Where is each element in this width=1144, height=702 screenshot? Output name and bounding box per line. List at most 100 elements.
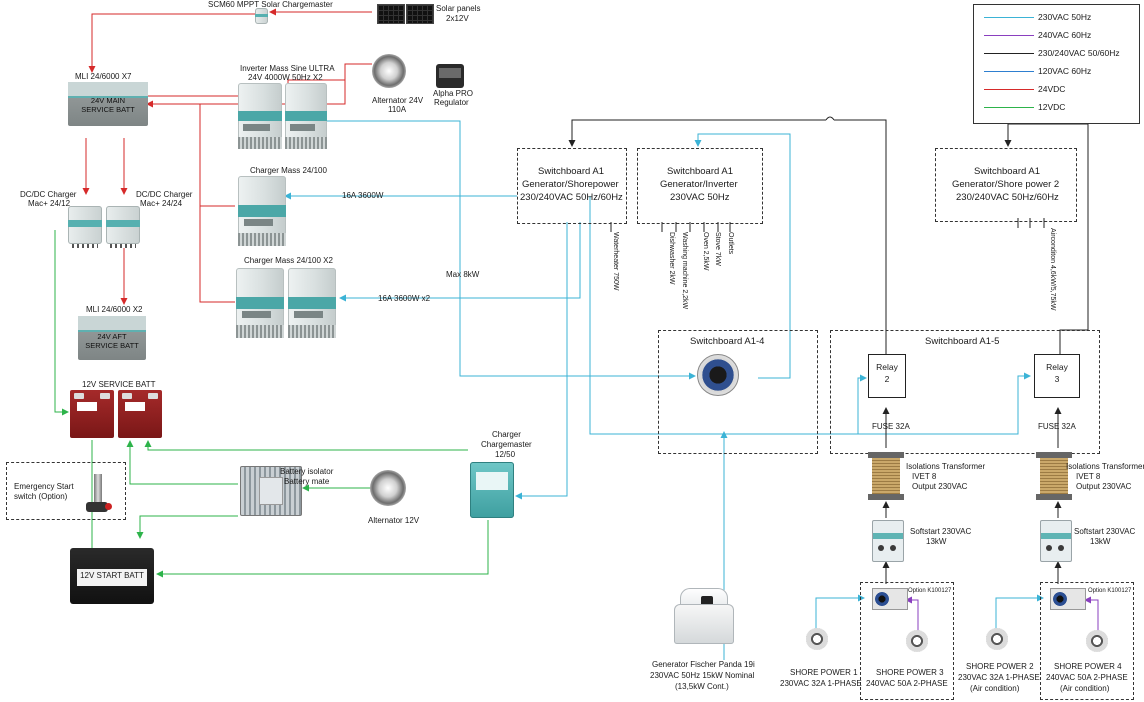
relay-2-line1: Relay bbox=[876, 362, 898, 372]
shore3-line1: SHORE POWER 3 bbox=[876, 668, 944, 677]
shore-inlet-icon bbox=[806, 628, 828, 650]
generator-icon bbox=[666, 586, 742, 648]
shore-option-box-left bbox=[860, 582, 954, 700]
charger1-feed-label: 16A 3600W bbox=[342, 191, 384, 200]
alternator-12v-icon bbox=[370, 470, 406, 506]
solar-panel-icon bbox=[377, 4, 405, 24]
isolation-transformer-icon bbox=[868, 452, 904, 500]
shore2-line3: (Air condition) bbox=[970, 684, 1020, 693]
charger1-title: Charger Mass 24/100 bbox=[250, 166, 327, 175]
emergency-switch-icon bbox=[80, 470, 114, 512]
solar-chargemaster-label: SCM60 MPPT Solar Chargemaster bbox=[208, 0, 333, 9]
chargemaster-rating: 12/50 bbox=[495, 450, 516, 459]
solar-panels-count: 2x12V bbox=[446, 14, 469, 23]
relay-2-line2: 2 bbox=[884, 374, 890, 384]
12vdc-wires bbox=[54, 230, 489, 578]
relay-2: Relay 2 bbox=[868, 354, 906, 398]
switchboard-generator-shore2 bbox=[935, 148, 1077, 222]
dcdc1-subtitle: Mac+ 24/12 bbox=[28, 199, 71, 208]
sb3-line2: Generator/Shore power 2 bbox=[952, 179, 1060, 190]
battery-isolator-icon bbox=[240, 466, 302, 516]
softstart-left-line1: Softstart 230VAC bbox=[910, 527, 972, 536]
aft-battery-icon: 24V AFT SERVICE BATT bbox=[78, 316, 146, 360]
dcdc1-icon bbox=[68, 206, 102, 248]
generator-line2: 230VAC 50Hz 15kW Nominal bbox=[650, 671, 755, 680]
shore-option-box-right bbox=[1040, 582, 1134, 700]
solar-chargemaster-icon bbox=[255, 8, 268, 24]
generator-line3: (13,5kW Cont.) bbox=[675, 682, 729, 691]
main-battery-icon: 24V MAIN SERVICE BATT bbox=[68, 82, 148, 126]
legend-label: 230/240VAC 50/60Hz bbox=[1038, 48, 1120, 58]
start-batt-face: 12V START BATT bbox=[76, 569, 148, 587]
shore3-line2: 240VAC 50A 2-PHASE bbox=[866, 679, 948, 688]
load-label: Outlets bbox=[727, 232, 734, 255]
legend-row: 230/240VAC 50/60Hz bbox=[974, 45, 1139, 63]
inverter-title: Inverter Mass Sine ULTRA bbox=[240, 64, 335, 73]
sb3-line1: Switchboard A1 bbox=[974, 166, 1041, 177]
softstart-icon bbox=[872, 520, 904, 562]
isolation-transformer-icon bbox=[1036, 452, 1072, 500]
legend-row: 230VAC 50Hz bbox=[974, 9, 1139, 27]
switchboard-a1-5 bbox=[830, 330, 1100, 454]
sb2-line2: Generator/Inverter bbox=[660, 179, 738, 190]
chargemaster-subtitle: Chargemaster bbox=[481, 440, 532, 449]
shore1-line1: SHORE POWER 1 bbox=[790, 668, 858, 677]
isolator-title: Battery isolator bbox=[280, 467, 334, 476]
240vac-wires bbox=[905, 596, 1099, 632]
switchboard-generator-inverter bbox=[637, 148, 763, 224]
legend-row: 12VDC bbox=[974, 99, 1139, 117]
shore4-line3: (Air condition) bbox=[1060, 684, 1110, 693]
legend-label: 12VDC bbox=[1038, 102, 1066, 112]
dcdc2-subtitle: Mac+ 24/24 bbox=[140, 199, 183, 208]
load-label: Waterheater 750W bbox=[612, 232, 619, 291]
xfmr-right-line3: Output 230VAC bbox=[1076, 482, 1132, 491]
solar-panel-icon bbox=[406, 4, 434, 24]
relay-3-line1: Relay bbox=[1046, 362, 1068, 372]
softstart-right-line2: 13kW bbox=[1090, 537, 1111, 546]
switchboard-generator-shorepower bbox=[517, 148, 627, 224]
shore2-line1: SHORE POWER 2 bbox=[966, 662, 1034, 671]
softstart-left-line2: 13kW bbox=[926, 537, 947, 546]
dcdc2-title: DC/DC Charger bbox=[136, 190, 193, 199]
shore-inlet-icon bbox=[1086, 630, 1108, 652]
relay-3: Relay 3 bbox=[1034, 354, 1080, 398]
chargemaster-icon bbox=[470, 462, 514, 518]
alternator-24v-icon bbox=[372, 54, 406, 88]
shore-inlet-icon bbox=[906, 630, 928, 652]
dcdc1-title: DC/DC Charger bbox=[20, 190, 77, 199]
dcdc2-icon bbox=[106, 206, 140, 248]
inverter-icon bbox=[285, 83, 327, 149]
alternator-24v-label: Alternator 24V bbox=[372, 96, 424, 105]
xfmr-right-line2: IVET 8 bbox=[1076, 472, 1101, 481]
regulator-sublabel: Regulator bbox=[434, 98, 469, 107]
legend-label: 240VAC 60Hz bbox=[1038, 30, 1092, 40]
service-battery-icon bbox=[118, 390, 162, 438]
charger2-icon bbox=[236, 268, 284, 338]
fuse-right-label: FUSE 32A bbox=[1038, 422, 1076, 431]
legend-row: 240VAC 60Hz bbox=[974, 27, 1139, 45]
load-label: Oven 2,5kW bbox=[702, 232, 709, 271]
changeover-selector-icon bbox=[697, 354, 739, 396]
main-batt-face: 24V MAIN SERVICE BATT bbox=[81, 96, 135, 114]
relay-3-line2: 3 bbox=[1054, 374, 1060, 384]
regulator-label: Alpha PRO bbox=[433, 89, 474, 98]
sb15-title: Switchboard A1-5 bbox=[925, 336, 1000, 347]
shore-inlet-icon bbox=[986, 628, 1008, 650]
shore-selector-icon bbox=[1050, 588, 1086, 610]
option-left-label: Option K100127 bbox=[908, 588, 952, 594]
fuse-left-label: FUSE 32A bbox=[872, 422, 910, 431]
shore-selector-icon bbox=[872, 588, 908, 610]
sb14-title: Switchboard A1-4 bbox=[690, 336, 765, 347]
charger2-icon bbox=[288, 268, 336, 338]
legend-label: 120VAC 60Hz bbox=[1038, 66, 1092, 76]
charger2-feed-label: 16A 3600W x2 bbox=[378, 294, 431, 303]
service-battery-icon bbox=[70, 390, 114, 438]
softstart-right-line1: Softstart 230VAC bbox=[1074, 527, 1136, 536]
legend: 230VAC 50Hz 240VAC 60Hz 230/240VAC 50/60… bbox=[973, 4, 1140, 124]
generator-line1: Generator Fischer Panda 19i bbox=[652, 660, 755, 669]
sb2-line1: Switchboard A1 bbox=[667, 166, 734, 177]
softstart-icon bbox=[1040, 520, 1072, 562]
shore4-line1: SHORE POWER 4 bbox=[1054, 662, 1122, 671]
load-label: Washing machine 2,2kW bbox=[681, 232, 688, 310]
